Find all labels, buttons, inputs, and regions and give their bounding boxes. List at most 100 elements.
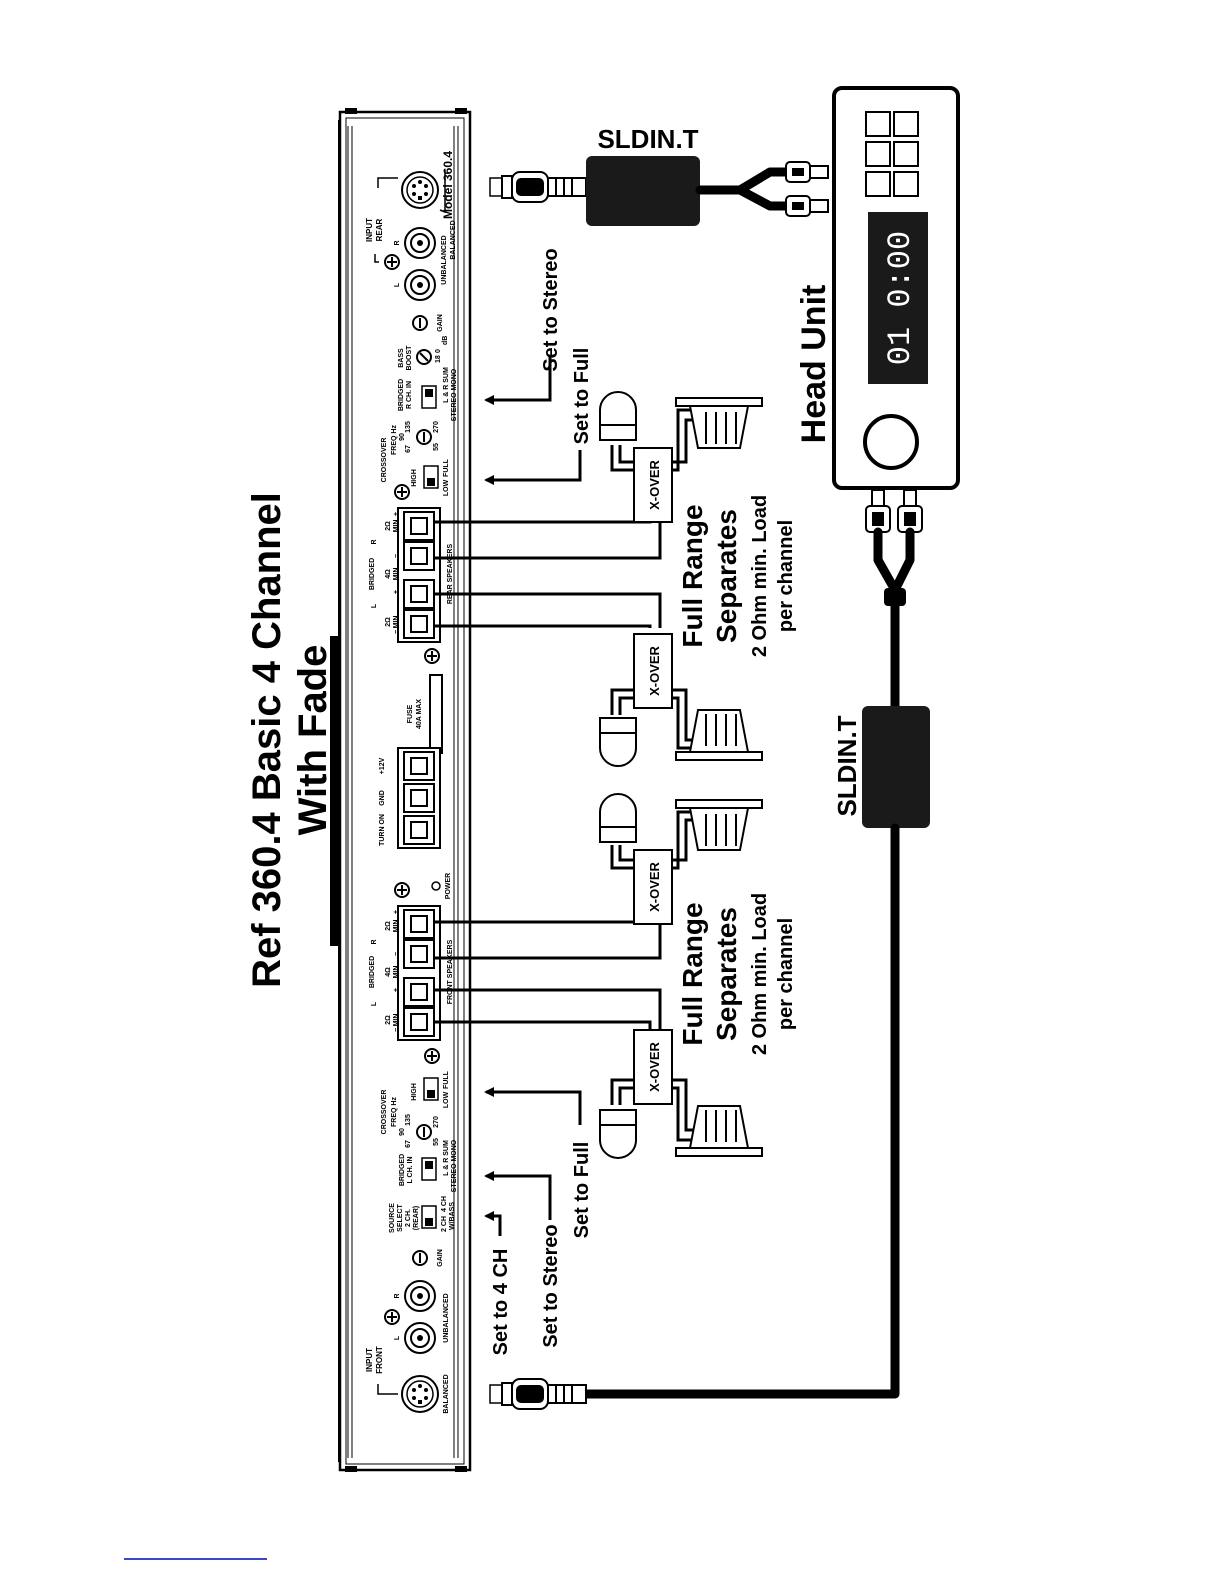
svg-text:BRIDGED: BRIDGED (399, 1154, 406, 1186)
svg-text:BRIDGED: BRIDGED (369, 558, 376, 590)
bridged-l-switch[interactable] (421, 1157, 437, 1181)
svg-text:Full Range: Full Range (677, 902, 708, 1045)
svg-text:LOW: LOW (443, 1091, 450, 1108)
svg-text:MIN: MIN (393, 568, 400, 581)
speaker-group-label-front: Full Range Separates 2 Ohm min. Load per… (677, 893, 797, 1055)
svg-text:GND: GND (379, 790, 386, 806)
xover-rear-bottom: X-OVER (633, 633, 673, 709)
svg-text:POWER: POWER (445, 873, 452, 899)
rca-jack-front-right[interactable] (404, 1280, 436, 1312)
svg-text:MIN: MIN (393, 966, 400, 979)
crossover-freq-knob-rear[interactable] (416, 429, 432, 445)
svg-text:X-OVER: X-OVER (647, 861, 662, 911)
svg-text:BOOST: BOOST (406, 345, 413, 371)
front-speaker-wiring (434, 920, 662, 1030)
amplifier-chassis (330, 108, 472, 1472)
svg-text:INPUT: INPUT (365, 218, 374, 242)
svg-text:−: − (393, 554, 400, 558)
svg-text:BALANCED: BALANCED (443, 1374, 450, 1413)
balanced-din-input-front[interactable] (401, 1375, 439, 1413)
svg-text:L CH. IN: L CH. IN (407, 1156, 414, 1183)
rca-plug-icon (865, 489, 891, 533)
model-label: Model 360.4 (441, 151, 455, 219)
sldin-top-module: SLDIN.T (489, 124, 829, 226)
svg-text:R: R (371, 939, 378, 944)
svg-text:X-OVER: X-OVER (647, 1041, 662, 1091)
svg-text:2 Ohm min. Load: 2 Ohm min. Load (749, 495, 771, 657)
svg-text:40A MAX: 40A MAX (416, 699, 423, 729)
svg-text:4 CH: 4 CH (441, 1196, 448, 1212)
power-terminals: +12V GND TURN ON POWER (379, 747, 452, 899)
annotation-set-to-stereo-top: Set to Stereo (540, 248, 562, 371)
annotation-set-to-full-top: Set to Full (571, 348, 593, 445)
svg-text:FREQ Hz: FREQ Hz (391, 1097, 398, 1127)
tweeter-icon (599, 391, 637, 472)
crossover-mode-switch-rear[interactable] (423, 465, 439, 489)
xover-rear-top: X-OVER (633, 447, 673, 523)
gain-knob-front[interactable] (412, 1250, 428, 1266)
svg-text:+: + (393, 988, 400, 992)
rca-jack-rear-right[interactable] (404, 227, 436, 259)
svg-text:L: L (394, 1335, 401, 1340)
svg-text:(REAR): (REAR) (413, 1206, 420, 1231)
svg-text:FREQ Hz: FREQ Hz (391, 425, 398, 455)
fuse-section: FUSE 40A MAX (407, 674, 443, 754)
svg-text:135: 135 (405, 1114, 412, 1126)
source-select-switch[interactable] (421, 1205, 437, 1229)
svg-text:MIN: MIN (393, 920, 400, 933)
svg-text:per channel: per channel (775, 520, 797, 632)
screw-icon (424, 1048, 440, 1064)
svg-text:L: L (394, 282, 401, 287)
rca-plug-icon (785, 195, 829, 217)
svg-text:UNBALANCED: UNBALANCED (443, 1293, 450, 1342)
head-unit-buttons[interactable] (865, 111, 919, 197)
svg-text:2 CH.: 2 CH. (405, 1209, 412, 1227)
svg-text:X-OVER: X-OVER (647, 645, 662, 695)
svg-text:55: 55 (433, 443, 440, 451)
svg-text:2Ω: 2Ω (385, 1015, 392, 1025)
front-controls-section: HIGH LOW FULL 90 135 67 55 270 CROSSOVER… (365, 1070, 458, 1413)
rca-plug-icon (785, 161, 829, 183)
svg-text:R: R (394, 1293, 401, 1298)
terminal-block[interactable] (403, 511, 435, 639)
balanced-din-input-rear[interactable] (401, 171, 439, 209)
svg-text:UNBALANCED: UNBALANCED (441, 235, 448, 284)
tweeter-icon (599, 688, 637, 767)
title-line-1: Ref 360.4 Basic 4 Channel (245, 492, 289, 988)
rca-jack-front-left[interactable] (404, 1322, 436, 1354)
svg-text:+12V: +12V (379, 757, 386, 774)
svg-text:−: − (393, 952, 400, 956)
volume-knob-icon[interactable] (863, 414, 919, 470)
bridged-r-switch[interactable] (421, 385, 437, 409)
svg-text:MIN: MIN (393, 520, 400, 533)
woofer-icon (672, 1078, 763, 1157)
svg-text:FRONT: FRONT (375, 1346, 384, 1374)
svg-text:HIGH: HIGH (411, 1083, 418, 1101)
svg-text:4Ω: 4Ω (385, 569, 392, 579)
svg-text:GAIN: GAIN (437, 314, 444, 332)
rear-speaker-wiring (434, 480, 662, 628)
screw-icon (424, 648, 440, 664)
svg-text:SELECT: SELECT (397, 1203, 404, 1231)
sldin-bottom-label: SLDIN.T (832, 715, 862, 816)
crossover-mode-switch-front[interactable] (423, 1077, 439, 1101)
svg-text:HIGH: HIGH (411, 469, 418, 487)
svg-text:135: 135 (405, 421, 412, 433)
svg-text:2 CH: 2 CH (441, 1216, 448, 1232)
svg-text:GAIN: GAIN (437, 1249, 444, 1267)
bass-boost-knob[interactable] (416, 349, 432, 365)
crossover-freq-knob-front[interactable] (416, 1124, 432, 1140)
front-speakers-label: FRONT SPEAKERS (447, 939, 454, 1004)
screw-icon (394, 882, 410, 898)
sldin-bottom-module: SLDIN.T (489, 489, 930, 1410)
rca-jack-rear-left[interactable] (404, 269, 436, 301)
woofer-icon (672, 688, 763, 761)
svg-text:STEREO MONO: STEREO MONO (451, 1139, 458, 1192)
svg-text:BASS: BASS (398, 348, 405, 368)
gain-knob-rear[interactable] (412, 315, 428, 331)
power-terminal-block[interactable] (403, 751, 435, 845)
svg-text:CROSSOVER: CROSSOVER (381, 438, 388, 483)
head-unit-display (868, 212, 928, 384)
svg-text:SOURCE: SOURCE (389, 1203, 396, 1233)
